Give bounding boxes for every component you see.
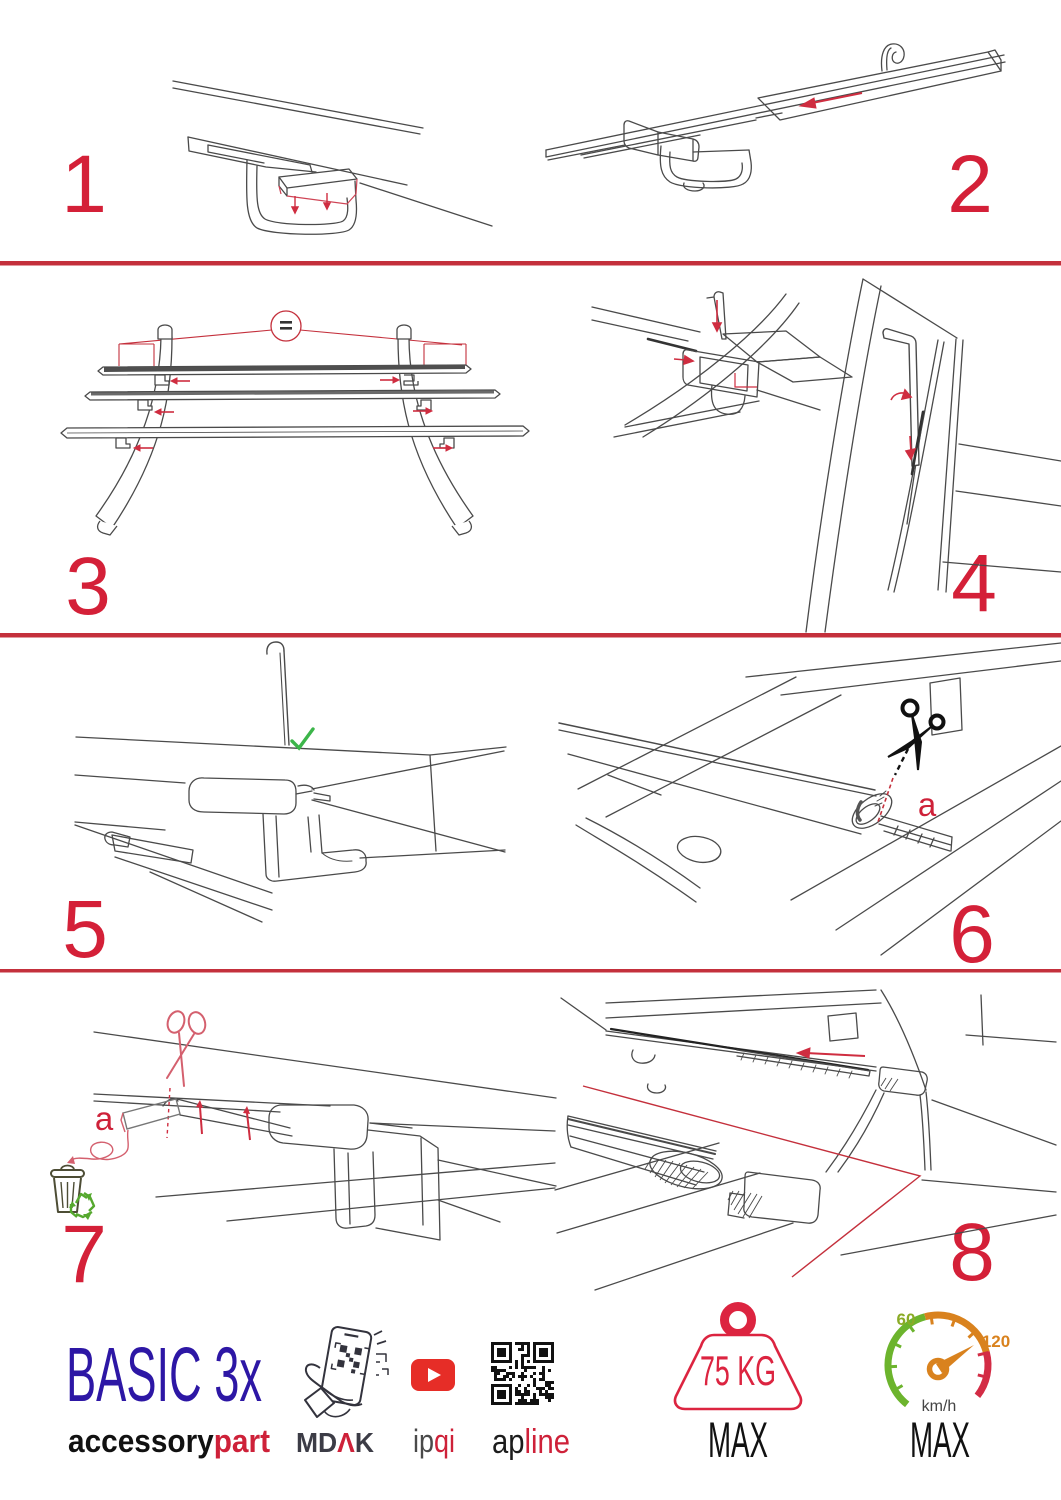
svg-text:5: 5 <box>62 884 108 975</box>
svg-text:1: 1 <box>61 139 107 230</box>
svg-text:a: a <box>918 786 937 823</box>
svg-text:accessorypart: accessorypart <box>68 1423 270 1459</box>
svg-text:60: 60 <box>897 1310 916 1329</box>
svg-text:MAX: MAX <box>708 1412 768 1468</box>
svg-text:120: 120 <box>982 1332 1010 1351</box>
svg-text:MAX: MAX <box>910 1412 970 1468</box>
svg-text:3: 3 <box>65 541 111 632</box>
svg-text:a: a <box>95 1100 114 1137</box>
svg-text:75 KG: 75 KG <box>700 1347 776 1394</box>
svg-text:km/h: km/h <box>922 1398 957 1415</box>
svg-text:BASIC 3x: BASIC 3x <box>66 1332 262 1418</box>
svg-text:7: 7 <box>61 1209 107 1300</box>
svg-text:4: 4 <box>951 538 997 629</box>
svg-text:6: 6 <box>949 889 995 980</box>
svg-text:ipqi: ipqi <box>413 1423 455 1459</box>
svg-text:8: 8 <box>949 1207 995 1298</box>
svg-text:MDΛK: MDΛK <box>296 1427 374 1458</box>
svg-text:apline: apline <box>492 1423 570 1461</box>
svg-text:2: 2 <box>947 139 993 230</box>
